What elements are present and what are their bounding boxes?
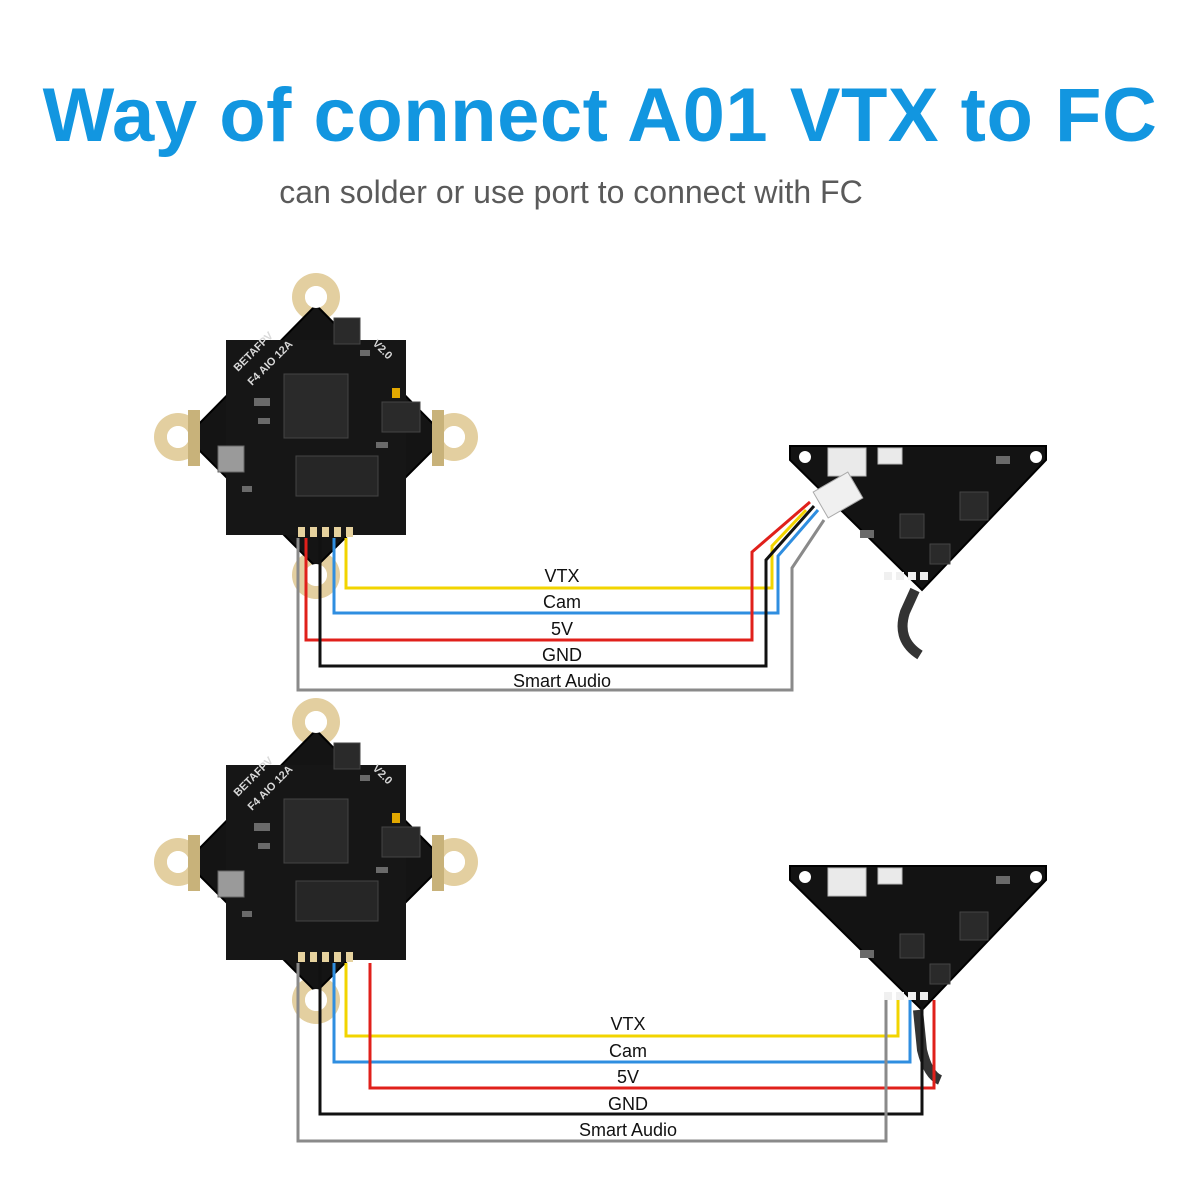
wires-solder [296,963,936,1143]
wire-label-gnd-2: GND [608,1094,648,1114]
wire-label-gnd-1: GND [542,645,582,665]
wires-port [296,500,826,692]
wire-gnd-1 [318,505,816,668]
wire-label-smart-audio-2: Smart Audio [579,1120,677,1140]
wire-smart-audio-1 [296,519,826,692]
wire-label-5v-2: 5V [617,1067,639,1087]
page-title: Way of connect A01 VTX to FC [42,73,1158,158]
antenna-cable-1 [897,587,923,660]
wire-label-cam-2: Cam [609,1041,647,1061]
wire-gnd-2 [318,963,924,1116]
wire-smart-audio-2 [296,963,888,1143]
vtx-connector-plug-1 [812,471,864,519]
wire-label-5v-1: 5V [551,619,573,639]
wire-cam-1 [332,509,820,615]
page-subtitle: can solder or use port to connect with F… [279,174,863,210]
wire-5v-2 [368,963,936,1090]
flight-controller-board-1 [153,272,479,600]
wire-5v-1 [304,500,811,642]
wire-vtx-2 [344,963,900,1038]
wire-label-cam-1: Cam [543,592,581,612]
wire-label-smart-audio-1: Smart Audio [513,671,611,691]
wire-cam-2 [332,963,912,1064]
flight-controller-board-2 [153,697,479,1025]
wire-label-vtx-1: VTX [544,566,579,586]
vtx-board-2 [789,865,1047,1011]
wire-vtx-1 [344,508,808,590]
wire-label-vtx-2: VTX [610,1014,645,1034]
